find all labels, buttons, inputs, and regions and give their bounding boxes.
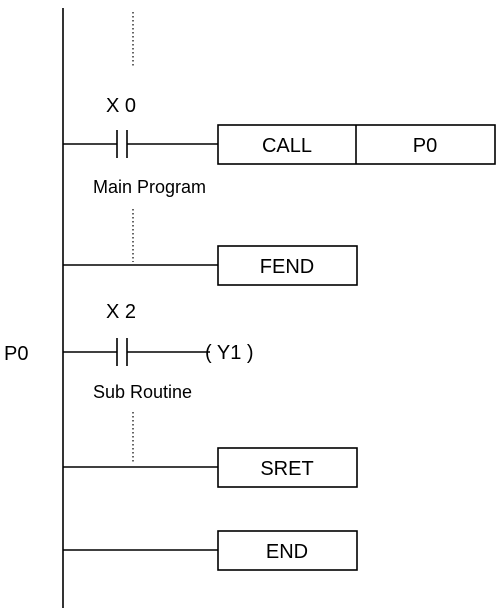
rung-end: END	[63, 530, 358, 571]
contact-label-x2: X 2	[106, 301, 136, 323]
instruction-call: CALL	[262, 135, 312, 157]
rung-call: X 0 CALL P0 Main Program	[63, 95, 496, 197]
sret-instruction-box	[217, 447, 358, 488]
rung-fend: FEND	[63, 245, 358, 286]
instruction-sret: SRET	[260, 458, 313, 480]
coil-y1: ( Y1 )	[205, 342, 254, 364]
contact-x2	[116, 338, 128, 366]
pointer-label-p0: P0	[4, 343, 28, 365]
caption-sub-routine: Sub Routine	[93, 382, 192, 402]
instruction-end: END	[266, 541, 308, 563]
rung-subroutine: P0 X 2 ( Y1 ) Sub Routine	[4, 301, 254, 402]
contact-label-x0: X 0	[106, 95, 136, 117]
end-instruction-box	[217, 530, 358, 571]
instruction-fend: FEND	[260, 256, 314, 278]
operand-p0: P0	[413, 135, 437, 157]
rung-sret: SRET	[63, 447, 358, 488]
contact-x0	[116, 130, 128, 158]
caption-main-program: Main Program	[93, 177, 206, 197]
fend-instruction-box	[217, 245, 358, 286]
